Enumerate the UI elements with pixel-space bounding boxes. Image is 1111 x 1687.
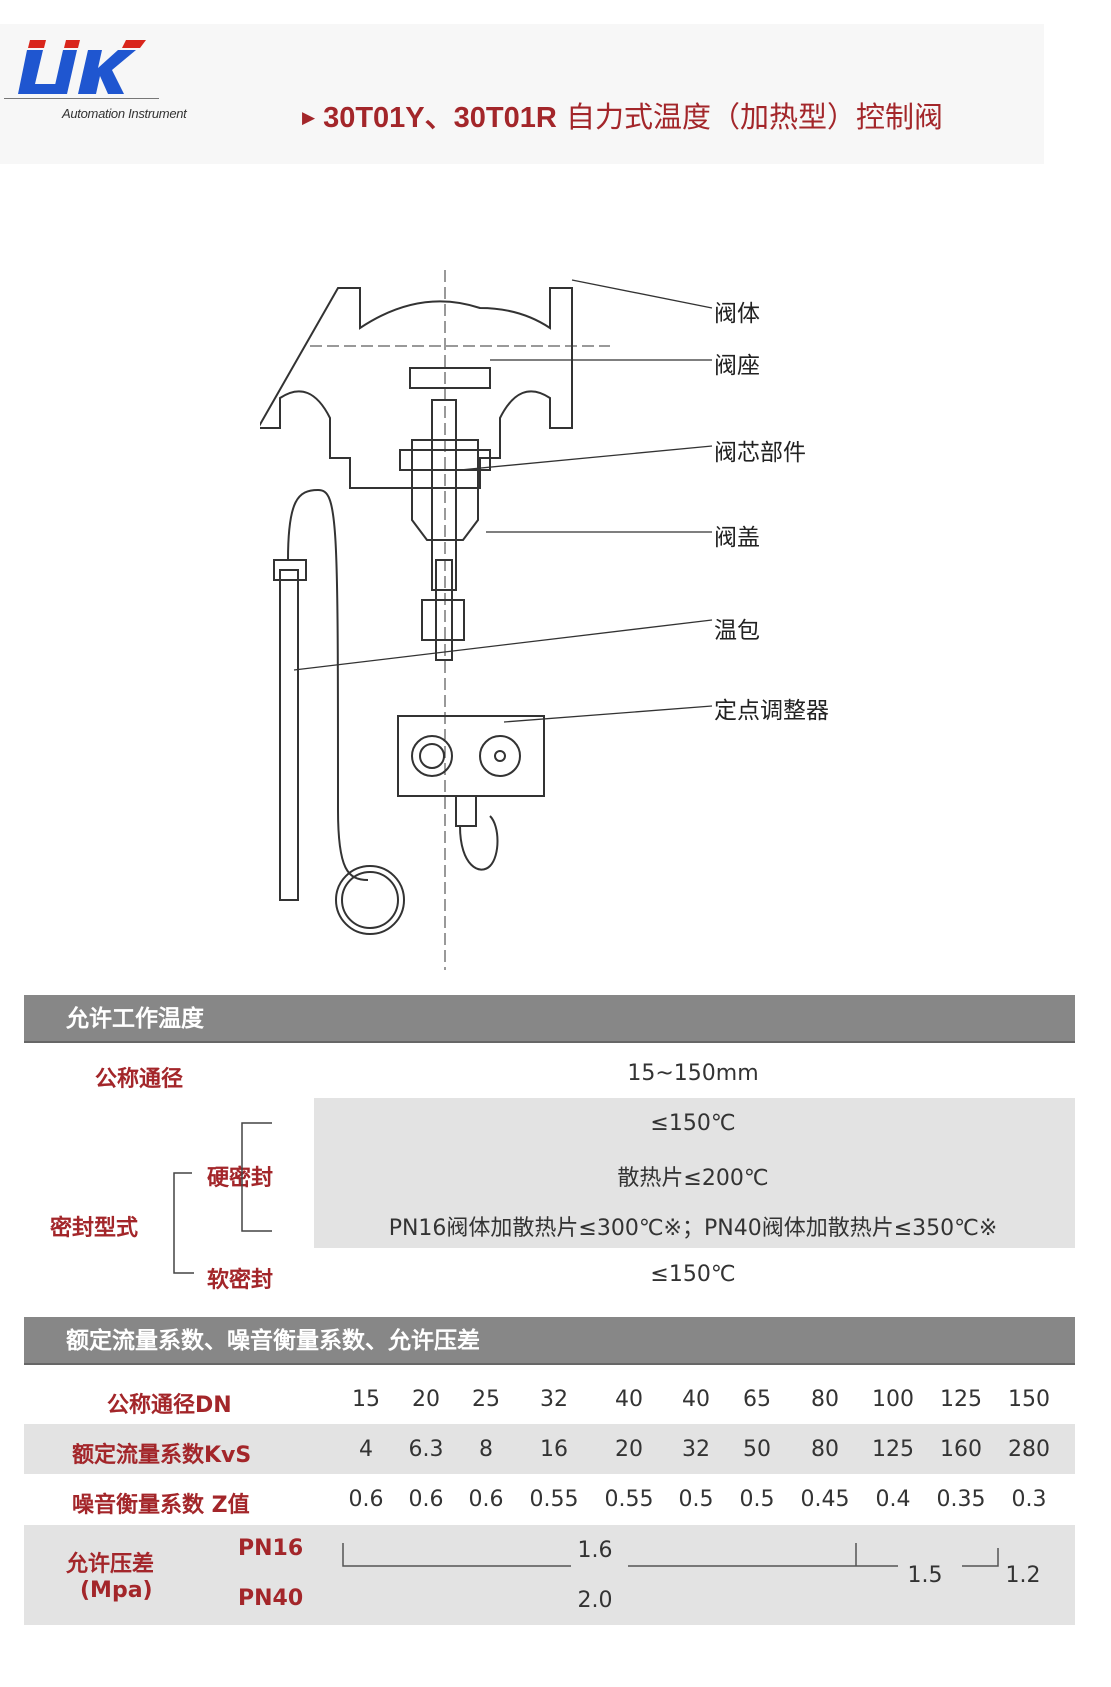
kvs-row-cell: 8 [479, 1437, 493, 1462]
z-value-row-cell: 0.55 [604, 1487, 654, 1512]
title-code: 30T01Y、30T01R [323, 102, 557, 134]
hard-seal-block [314, 1098, 1075, 1248]
label-valve-seat: 阀座 [714, 353, 760, 379]
dn-row-label: 公称通径DN [107, 1393, 232, 1418]
dn-row-cell: 25 [472, 1387, 500, 1412]
z-value-row-cell: 0.35 [936, 1487, 986, 1512]
z-value-row-cell: 0.45 [800, 1487, 850, 1512]
pn16-label: PN16 [238, 1536, 304, 1561]
dn-row-cell: 40 [615, 1387, 643, 1412]
kvs-row-cell: 6.3 [408, 1437, 444, 1462]
soft-seal-label: 软密封 [207, 1268, 274, 1293]
pressure-label: 允许压差 [66, 1552, 155, 1577]
dn-row-cell: 80 [811, 1387, 839, 1412]
kvs-row-cell: 160 [940, 1437, 982, 1462]
hard-seal-value-1: ≤150℃ [650, 1111, 736, 1136]
triangle-icon: ▶ [302, 108, 316, 128]
dn-row-cell: 40 [682, 1387, 710, 1412]
pressure-value-1-5: 1.5 [907, 1563, 943, 1588]
pressure-value-1-2: 1.2 [1005, 1563, 1041, 1588]
z-value-row-cell: 0.3 [1011, 1487, 1047, 1512]
kvs-row-cell: 125 [872, 1437, 914, 1462]
kvs-row-cell: 16 [540, 1437, 568, 1462]
pressure-unit: (Mpa) [80, 1578, 153, 1603]
section-title-temperature: 允许工作温度 [24, 995, 1075, 1043]
logo-divider [4, 98, 159, 99]
z-value-row-cell: 0.4 [875, 1487, 911, 1512]
dn-row-cell: 32 [540, 1387, 568, 1412]
label-bonnet: 阀盖 [714, 525, 760, 551]
section-title-flow: 额定流量系数、噪音衡量系数、允许压差 [24, 1317, 1075, 1365]
label-valve-body: 阀体 [714, 301, 760, 327]
z-value-row-cell: 0.5 [739, 1487, 775, 1512]
dn-row-cell: 65 [743, 1387, 771, 1412]
pressure-brackets [342, 1543, 999, 1567]
dn-row-cell: 125 [940, 1387, 982, 1412]
z-value-row-cell: 0.6 [348, 1487, 384, 1512]
pn16-main-value: 1.6 [577, 1538, 613, 1563]
kvs-row-cell: 32 [682, 1437, 710, 1462]
hard-seal-value-3: PN16阀体加散热片≤300℃※；PN40阀体加散热片≤350℃※ [388, 1216, 998, 1241]
dn-row-cell: 15 [352, 1387, 380, 1412]
nominal-diameter-label: 公称通径 [95, 1067, 184, 1092]
kvs-row-cell: 20 [615, 1437, 643, 1462]
logo-subtitle: Automation Instrument [62, 106, 187, 121]
kvs-row-cell: 80 [811, 1437, 839, 1462]
label-setpoint-adjuster: 定点调整器 [714, 698, 829, 724]
title-text: 自力式温度（加热型）控制阀 [566, 100, 944, 134]
label-bulb: 温包 [714, 618, 760, 644]
hard-seal-value-2: 散热片≤200℃ [617, 1166, 769, 1191]
dn-row-cell: 20 [412, 1387, 440, 1412]
z-value-row-cell: 0.6 [408, 1487, 444, 1512]
kvs-row-cell: 4 [359, 1437, 373, 1462]
valve-diagram [260, 270, 713, 970]
z-value-row-cell: 0.5 [678, 1487, 714, 1512]
z-value-row-label: 噪音衡量系数 Z值 [72, 1493, 250, 1518]
kvs-row-label: 额定流量系数KvS [72, 1443, 252, 1468]
nominal-diameter-value: 15~150mm [627, 1061, 759, 1086]
z-value-row-cell: 0.55 [529, 1487, 579, 1512]
header-band [0, 24, 1044, 164]
seal-brackets [173, 1122, 272, 1274]
label-valve-core: 阀芯部件 [714, 440, 806, 466]
lik-logo [18, 40, 146, 94]
soft-seal-value: ≤150℃ [650, 1262, 736, 1287]
dn-row-cell: 100 [872, 1387, 914, 1412]
kvs-row-cell: 280 [1008, 1437, 1050, 1462]
page-title: ▶ 30T01Y、30T01R 自力式温度（加热型）控制阀 [302, 94, 943, 136]
kvs-row-bg [24, 1424, 1075, 1474]
pn40-label: PN40 [238, 1586, 304, 1611]
pressure-row-bg [24, 1525, 1075, 1625]
seal-type-label: 密封型式 [50, 1216, 139, 1241]
pn40-main-value: 2.0 [577, 1588, 613, 1613]
hard-seal-label: 硬密封 [207, 1166, 274, 1191]
kvs-row-cell: 50 [743, 1437, 771, 1462]
z-value-row-cell: 0.6 [468, 1487, 504, 1512]
dn-row-cell: 150 [1008, 1387, 1050, 1412]
